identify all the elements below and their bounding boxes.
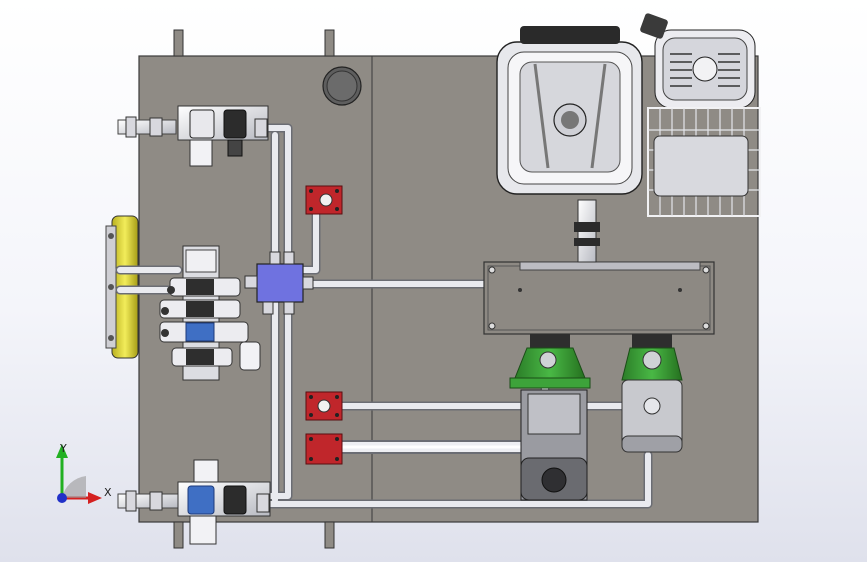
pipe-network[interactable] [115, 123, 655, 509]
directional-valve-stack[interactable] [159, 245, 261, 381]
axis-x-label: X [104, 486, 112, 499]
hydraulic-pump-2[interactable] [621, 334, 683, 453]
shaft-coupling[interactable] [574, 199, 600, 263]
engine-fuel-tank[interactable] [496, 26, 643, 195]
axis-y-label: Y [59, 442, 67, 455]
engine-air-filter-guard[interactable] [647, 107, 761, 217]
coordinate-triad [56, 444, 102, 504]
bottom-valve-assembly[interactable] [117, 459, 271, 545]
red-port-block-1[interactable] [305, 185, 343, 215]
engine-cylinder-head[interactable] [639, 12, 756, 109]
red-port-block-3[interactable] [305, 433, 343, 465]
top-valve-assembly[interactable] [117, 105, 269, 167]
distribution-manifold[interactable] [244, 251, 314, 315]
hydraulic-pump-1[interactable] [509, 334, 591, 389]
pump-mount-bracket[interactable] [483, 261, 715, 335]
filler-cap[interactable] [322, 66, 362, 106]
electric-motor[interactable] [520, 389, 588, 501]
red-port-block-2[interactable] [305, 391, 343, 421]
